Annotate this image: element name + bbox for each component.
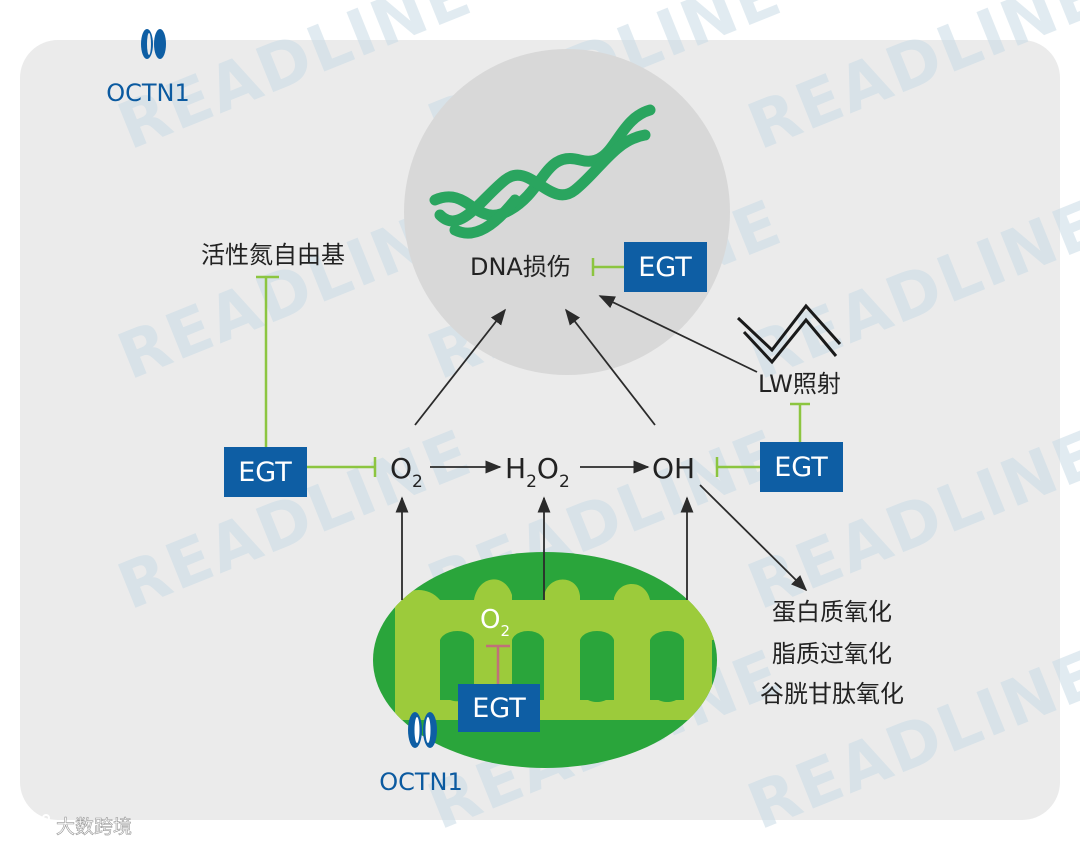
octn1-label-bottom: OCTN1 [379,768,463,796]
oxidation-item: 谷胱甘肽氧化 [760,680,904,708]
octn1-label-top: OCTN1 [106,79,190,107]
dna-damage-label: DNA损伤 [470,253,571,281]
rns-label: 活性氮自由基 [201,241,345,269]
footer-text: 大数跨境 [56,816,132,838]
oh-label: OH [652,452,695,485]
egt-label: EGT [472,693,526,724]
oxidation-item: 蛋白质氧化 [772,598,892,626]
egt-label: EGT [774,452,828,483]
lw-label: LW照射 [758,370,841,398]
egt-label: EGT [638,252,692,283]
weibo-logo-icon [15,815,49,835]
oxidation-item: 脂质过氧化 [772,640,892,668]
egt-label: EGT [238,457,292,488]
nucleus-circle [404,49,730,375]
